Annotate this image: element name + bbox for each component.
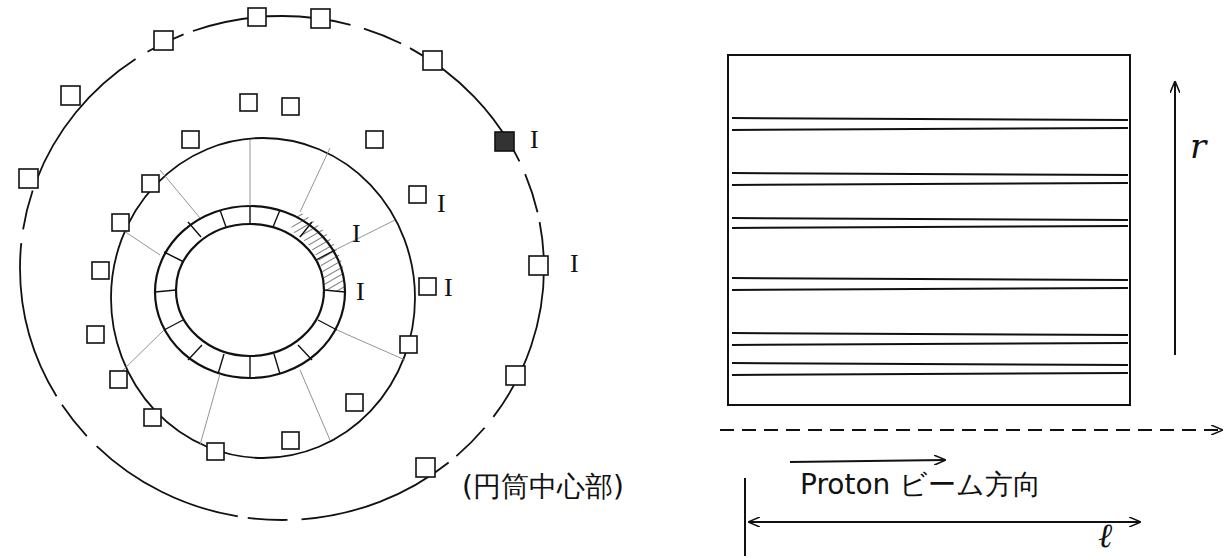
module-mark: I (444, 274, 453, 303)
beam-direction-label: Proton ビーム方向 (800, 470, 1041, 501)
module-mark: I (352, 220, 361, 249)
module-mark: I (437, 190, 446, 219)
module-mark: I (570, 250, 579, 279)
section-note: (円筒中心部) (462, 472, 624, 503)
side-view (720, 55, 1222, 556)
cross-section (19, 8, 548, 520)
axis-label: r (1190, 128, 1206, 165)
module-mark: I (356, 278, 365, 307)
length-label: ℓ (1098, 517, 1112, 554)
module-mark: I (530, 126, 539, 155)
